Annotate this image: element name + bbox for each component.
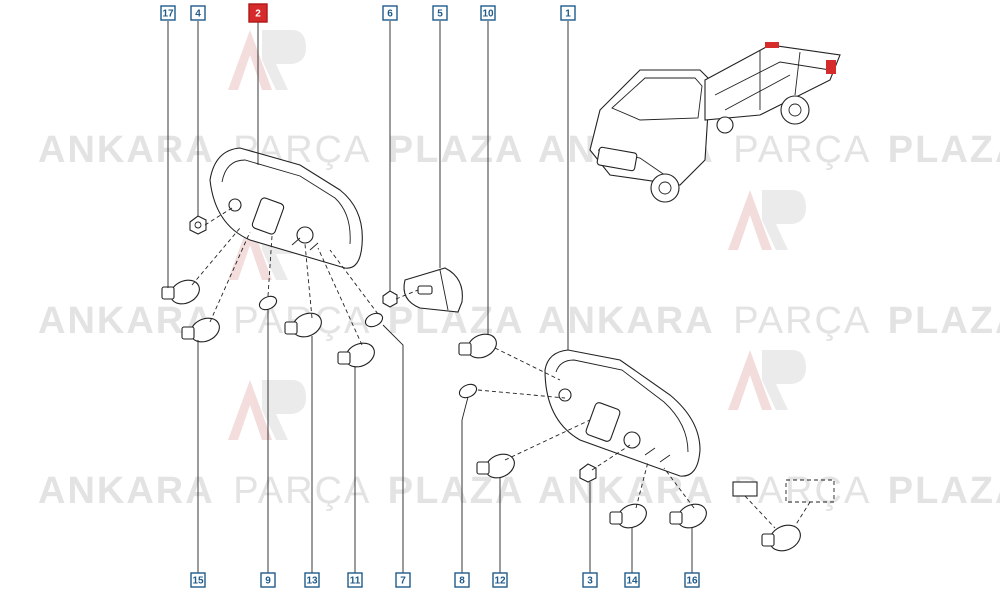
watermark-text: ANKARA PARÇA PLAZA (38, 470, 524, 512)
callout-label: 15 (192, 576, 204, 587)
watermark-logo (728, 190, 806, 250)
callout-box (432, 5, 448, 21)
bulb-14 (609, 503, 647, 529)
bulb-11 (337, 342, 375, 368)
bulb-12 (476, 453, 515, 479)
watermark-text: ANKARA PARÇA PLAZA (538, 300, 1000, 342)
watermark-text: ANKARA PARÇA PLAZA (38, 129, 524, 171)
callout-7: 7 (395, 572, 411, 588)
callout-label: 3 (587, 576, 593, 587)
callout-11: 11 (347, 572, 363, 588)
callout-label: 16 (686, 576, 698, 587)
callout-box (582, 572, 598, 588)
callout-label: 6 (387, 9, 393, 20)
callout-box (190, 5, 206, 21)
callout-9: 9 (260, 572, 276, 588)
callout-box (492, 572, 508, 588)
callout-label: 4 (195, 9, 201, 20)
lamp-housing-left (209, 147, 363, 269)
watermark-layer: ANKARA PARÇA PLAZA ANKARA PARÇA PLAZA AN… (38, 30, 1000, 512)
callout-10: 10 (480, 5, 496, 21)
callout-label: 8 (459, 576, 465, 587)
callout-label: 1 (565, 9, 571, 20)
truck-illustration (589, 42, 841, 203)
callout-3: 3 (582, 572, 598, 588)
callout-label: 9 (265, 576, 271, 587)
marker-lamp-5 (403, 267, 463, 313)
leader-lines (167, 21, 693, 573)
callout-label: 17 (162, 9, 174, 20)
callout-13: 13 (304, 572, 320, 588)
watermark-logo (228, 380, 306, 440)
callout-17: 17 (160, 5, 176, 21)
callout-box (260, 572, 276, 588)
watermark-text: ANKARA PARÇA PLAZA (538, 470, 1000, 512)
callout-12: 12 (492, 572, 508, 588)
watermark-logo (728, 350, 806, 410)
bulb-9 (258, 295, 278, 311)
callout-box (248, 3, 268, 23)
callout-box (454, 572, 470, 588)
watermark-logo (228, 30, 306, 90)
callout-label: 5 (437, 9, 443, 20)
callout-5: 5 (432, 5, 448, 21)
callout-box (347, 572, 363, 588)
assembly-lines (191, 207, 695, 509)
callout-box (190, 572, 206, 588)
callout-box (684, 572, 700, 588)
callout-label: 11 (350, 576, 361, 587)
callout-box (304, 572, 320, 588)
bulb-13 (284, 312, 322, 338)
callout-14: 14 (624, 572, 640, 588)
lamp-housing-right (544, 349, 701, 477)
callout-label: 10 (482, 9, 494, 20)
callout-4: 4 (190, 5, 206, 21)
callout-label: 2 (255, 9, 261, 20)
callout-label: 14 (626, 576, 638, 587)
callout-box (382, 5, 398, 21)
callout-box (560, 5, 576, 21)
optional-bulb (732, 479, 835, 552)
nut-4 (189, 215, 207, 235)
callout-15: 15 (190, 572, 206, 588)
callout-6: 6 (382, 5, 398, 21)
callout-box (160, 5, 176, 21)
callout-8: 8 (454, 572, 470, 588)
callout-label: 7 (400, 576, 406, 587)
callout-box (480, 5, 496, 21)
bulb-17 (161, 279, 200, 305)
nut-6 (382, 290, 398, 308)
callout-label: 12 (494, 576, 506, 587)
bulb-10 (458, 333, 497, 359)
callout-2: 2 (248, 3, 268, 23)
callout-layer: 17 4 2 6 5 10 1 15 9 13 11 7 8 12 3 14 16 (160, 3, 700, 588)
callout-box (395, 572, 411, 588)
bulb-7 (364, 312, 384, 328)
bulb-8 (458, 383, 478, 399)
callout-label: 13 (306, 576, 318, 587)
nut-3 (579, 463, 597, 483)
bulb-15 (181, 317, 220, 343)
callout-16: 16 (684, 572, 700, 588)
bulb-16 (669, 503, 707, 529)
callout-box (624, 572, 640, 588)
callout-1: 1 (560, 5, 576, 21)
